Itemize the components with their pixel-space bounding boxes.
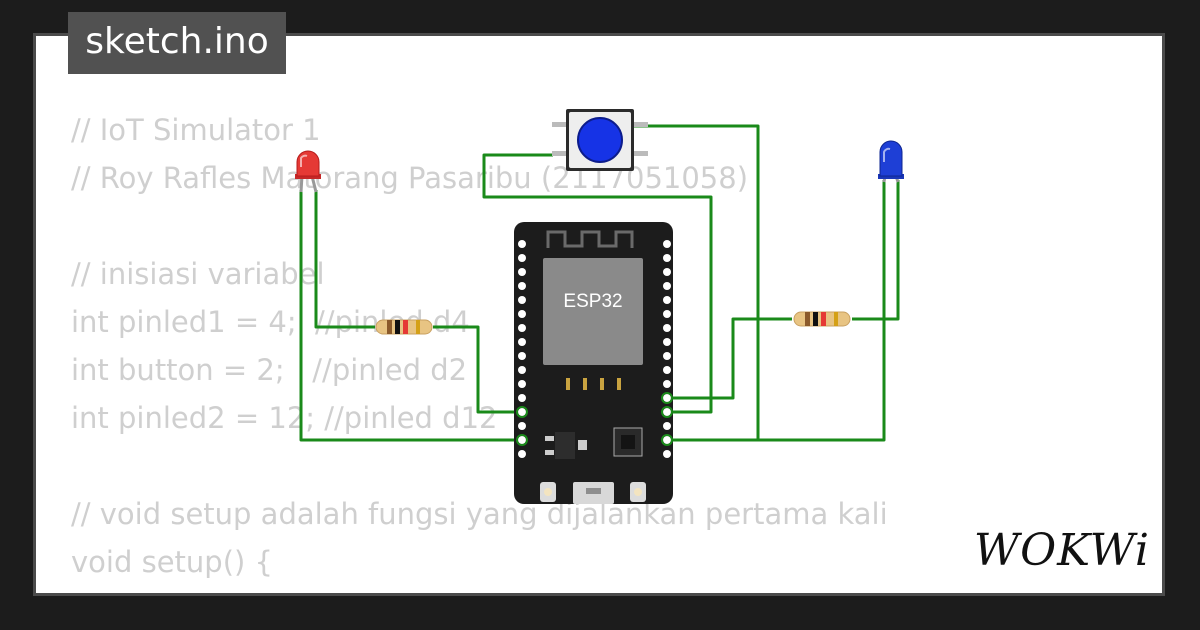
code-line: int pinled1 = 4; //pinled d4 (71, 305, 470, 339)
code-background: // IoT Simulator 1 // Roy Rafles Matorang… (71, 106, 888, 593)
board-pins-right (663, 240, 671, 458)
regulator (545, 432, 587, 459)
file-tab[interactable]: sketch.ino (68, 12, 286, 74)
code-line: int button = 2; //pinled d2 (71, 353, 468, 387)
button-cap[interactable] (577, 117, 623, 163)
chip-pads (566, 378, 621, 390)
esp32-chip (543, 258, 643, 365)
wires (299, 124, 900, 442)
wire-led1-resistor[interactable] (314, 190, 375, 329)
code-line: // inisiasi variabel (71, 257, 325, 291)
code-line: int pinled2 = 12; //pinled d12 (71, 401, 498, 435)
resistor-right (793, 311, 851, 327)
usb-chip (613, 427, 643, 457)
wire-button-d2[interactable] (482, 153, 713, 414)
wokwi-logo: WOKWi (973, 525, 1150, 576)
blue-led (878, 140, 904, 183)
antenna-trace (546, 230, 634, 248)
board-pins-left (518, 240, 526, 458)
red-led (295, 150, 321, 193)
connected-pin-rings (516, 392, 673, 446)
code-line: void setup() { (71, 545, 273, 579)
code-line: // IoT Simulator 1 (71, 113, 321, 147)
push-button[interactable] (552, 109, 648, 171)
wire-led1-gnd[interactable] (299, 190, 522, 442)
chip-label: ESP32 (563, 291, 622, 312)
resistor-left (375, 319, 433, 335)
wire-resistor-led2[interactable] (852, 180, 900, 321)
code-line: // Roy Rafles Matorang Pasaribu (2117051… (71, 161, 749, 195)
wire-d4-resistor[interactable] (667, 317, 792, 400)
wire-resistor-d12[interactable] (433, 325, 522, 414)
wire-led2-gnd[interactable] (667, 180, 886, 442)
esp32-board[interactable]: ESP32 (514, 222, 673, 504)
